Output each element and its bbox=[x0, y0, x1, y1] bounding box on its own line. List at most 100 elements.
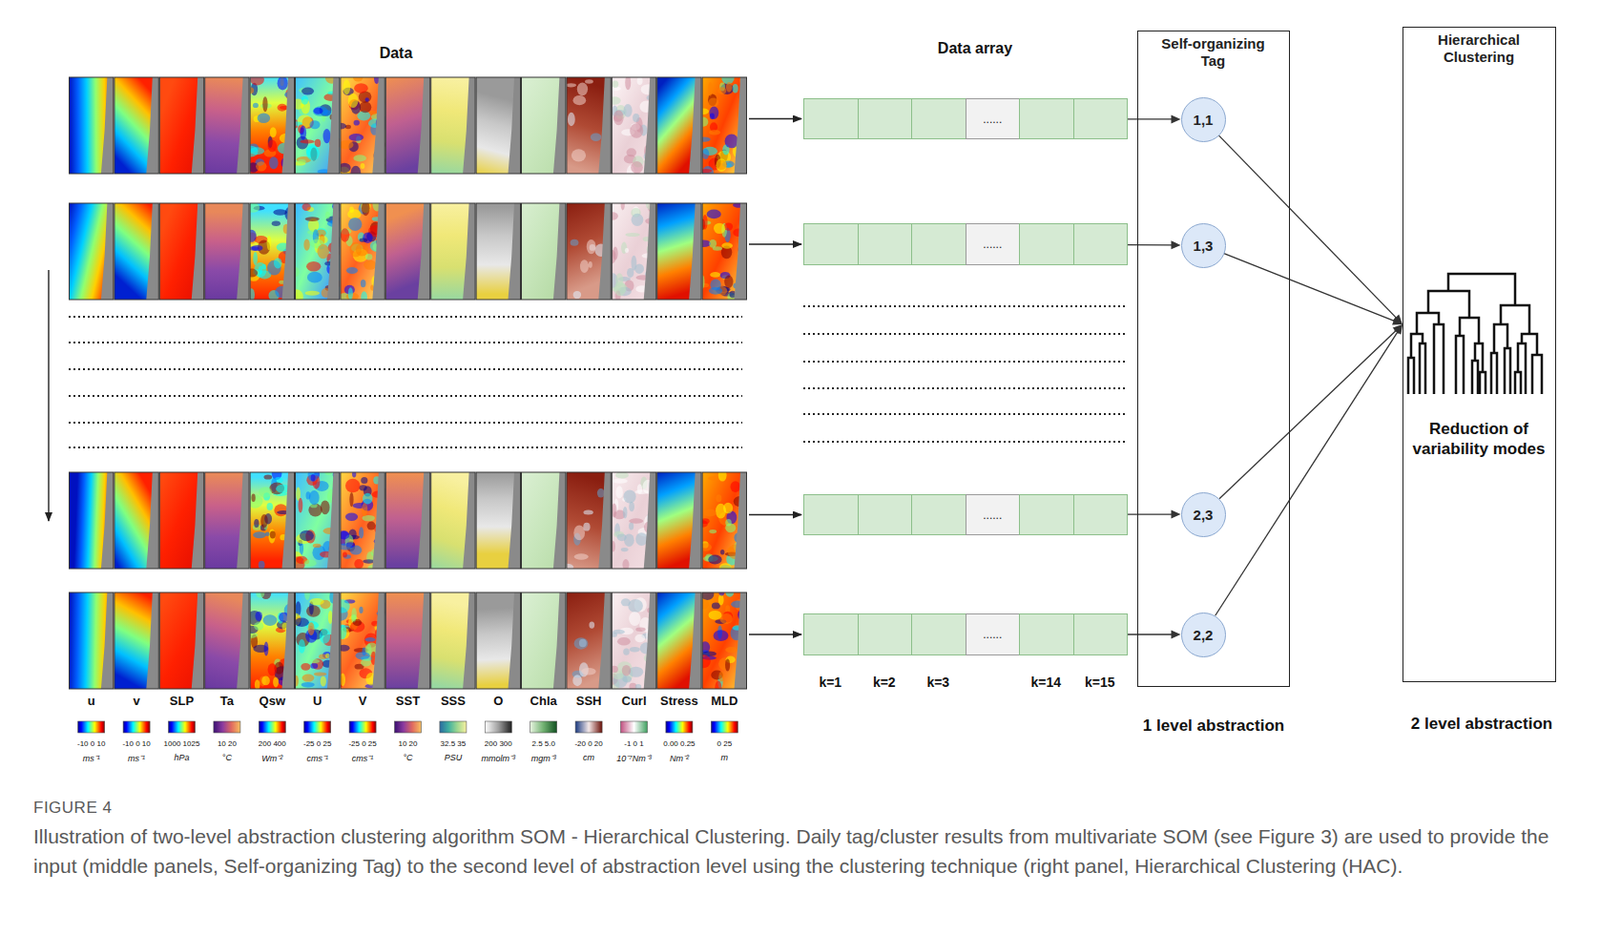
panel-frame bbox=[611, 592, 656, 689]
panel-frame bbox=[657, 592, 702, 689]
field-patch bbox=[264, 642, 270, 657]
panel-frame bbox=[611, 472, 656, 569]
field-patch bbox=[249, 77, 265, 86]
row-arrows bbox=[48, 119, 802, 636]
field-patch bbox=[269, 156, 279, 169]
dotted-line bbox=[803, 387, 1127, 390]
field-patch bbox=[316, 244, 330, 259]
field bbox=[114, 592, 159, 689]
colorbar-ticks: 10 20 bbox=[217, 739, 237, 749]
map-panel bbox=[476, 592, 520, 689]
arrowhead bbox=[1392, 314, 1403, 325]
arrow bbox=[748, 243, 802, 245]
map-panel bbox=[566, 203, 611, 300]
field-patch bbox=[299, 124, 307, 140]
data-array-row: ...... bbox=[803, 613, 1127, 656]
variable-name: Chla bbox=[530, 693, 558, 708]
land bbox=[644, 472, 657, 569]
field-patch bbox=[582, 509, 593, 515]
field-patch bbox=[573, 525, 585, 541]
unit-label: m bbox=[721, 752, 729, 763]
land bbox=[101, 472, 114, 569]
map-panel bbox=[114, 203, 159, 300]
field bbox=[114, 203, 159, 300]
field-patch bbox=[270, 126, 277, 138]
array-cell bbox=[857, 223, 914, 266]
field bbox=[340, 77, 385, 174]
field-patch bbox=[299, 530, 314, 542]
field bbox=[431, 203, 476, 300]
panel-frame bbox=[657, 472, 702, 569]
field bbox=[295, 472, 340, 569]
connector-line bbox=[1215, 331, 1399, 617]
field-patch bbox=[590, 133, 603, 142]
panel-frame bbox=[385, 592, 430, 689]
map-panel bbox=[69, 203, 114, 300]
field-patch bbox=[708, 529, 717, 534]
panel-frame bbox=[566, 472, 611, 569]
field-patch bbox=[309, 598, 324, 605]
field-patch bbox=[359, 101, 373, 113]
variable-name: MLD bbox=[710, 693, 738, 708]
array-cell bbox=[803, 98, 859, 140]
array-cell bbox=[1018, 223, 1075, 266]
field-patch bbox=[295, 121, 304, 126]
field-patch bbox=[261, 264, 267, 271]
index-label: k=15 bbox=[1084, 674, 1116, 690]
arrowhead bbox=[1170, 510, 1181, 520]
field-patch bbox=[715, 158, 727, 172]
land bbox=[644, 77, 657, 174]
field bbox=[340, 472, 385, 569]
field-patch bbox=[623, 648, 630, 656]
unit-label: 10⁻⁷Nm⁻³ bbox=[616, 751, 651, 765]
field-patch bbox=[708, 129, 721, 136]
time-arrow bbox=[47, 270, 49, 521]
field-patch bbox=[360, 290, 368, 300]
field-patch bbox=[360, 279, 367, 288]
connector bbox=[1218, 135, 1403, 325]
field-patch bbox=[361, 203, 371, 216]
field-patch bbox=[622, 559, 629, 569]
panel-frame bbox=[249, 77, 294, 174]
colorbar-ticks: 200 400 bbox=[258, 739, 287, 749]
field-patch bbox=[355, 651, 371, 660]
panel-frame bbox=[159, 203, 204, 300]
connector-line bbox=[1126, 118, 1174, 120]
dotted-line bbox=[68, 446, 743, 449]
field-patch bbox=[320, 499, 331, 515]
field-patch bbox=[309, 120, 320, 129]
map-panel bbox=[476, 472, 520, 569]
panel-frame bbox=[205, 77, 250, 174]
field-patch bbox=[349, 492, 354, 507]
field-patch bbox=[346, 267, 358, 274]
field-patch bbox=[623, 103, 632, 118]
map-panel bbox=[340, 77, 385, 174]
map-panel bbox=[657, 592, 702, 689]
field bbox=[702, 203, 747, 300]
field-patch bbox=[628, 518, 644, 523]
unit-label: Nm⁻² bbox=[669, 751, 689, 765]
field-patch bbox=[702, 518, 710, 524]
land bbox=[236, 203, 250, 300]
dotted-line bbox=[803, 360, 1127, 363]
field-patch bbox=[340, 140, 354, 149]
map-panel bbox=[159, 472, 204, 569]
colorbar-ticks: -1 0 1 bbox=[623, 739, 644, 749]
land bbox=[644, 203, 657, 300]
unit-label: cm bbox=[582, 752, 595, 763]
colorbar bbox=[123, 721, 150, 733]
field-patch bbox=[611, 540, 616, 553]
field-patch bbox=[340, 599, 351, 613]
variable-name: SLP bbox=[169, 693, 194, 708]
field-patch bbox=[724, 222, 733, 230]
field-patch bbox=[566, 563, 574, 569]
field-patch bbox=[268, 529, 275, 544]
map-panel bbox=[385, 203, 430, 300]
land bbox=[508, 472, 521, 569]
field-patch bbox=[732, 83, 739, 94]
heading-label: 2 level abstraction bbox=[1411, 714, 1553, 734]
field-patch bbox=[306, 145, 320, 161]
map-panel bbox=[657, 203, 702, 300]
dotted-line bbox=[68, 315, 743, 318]
